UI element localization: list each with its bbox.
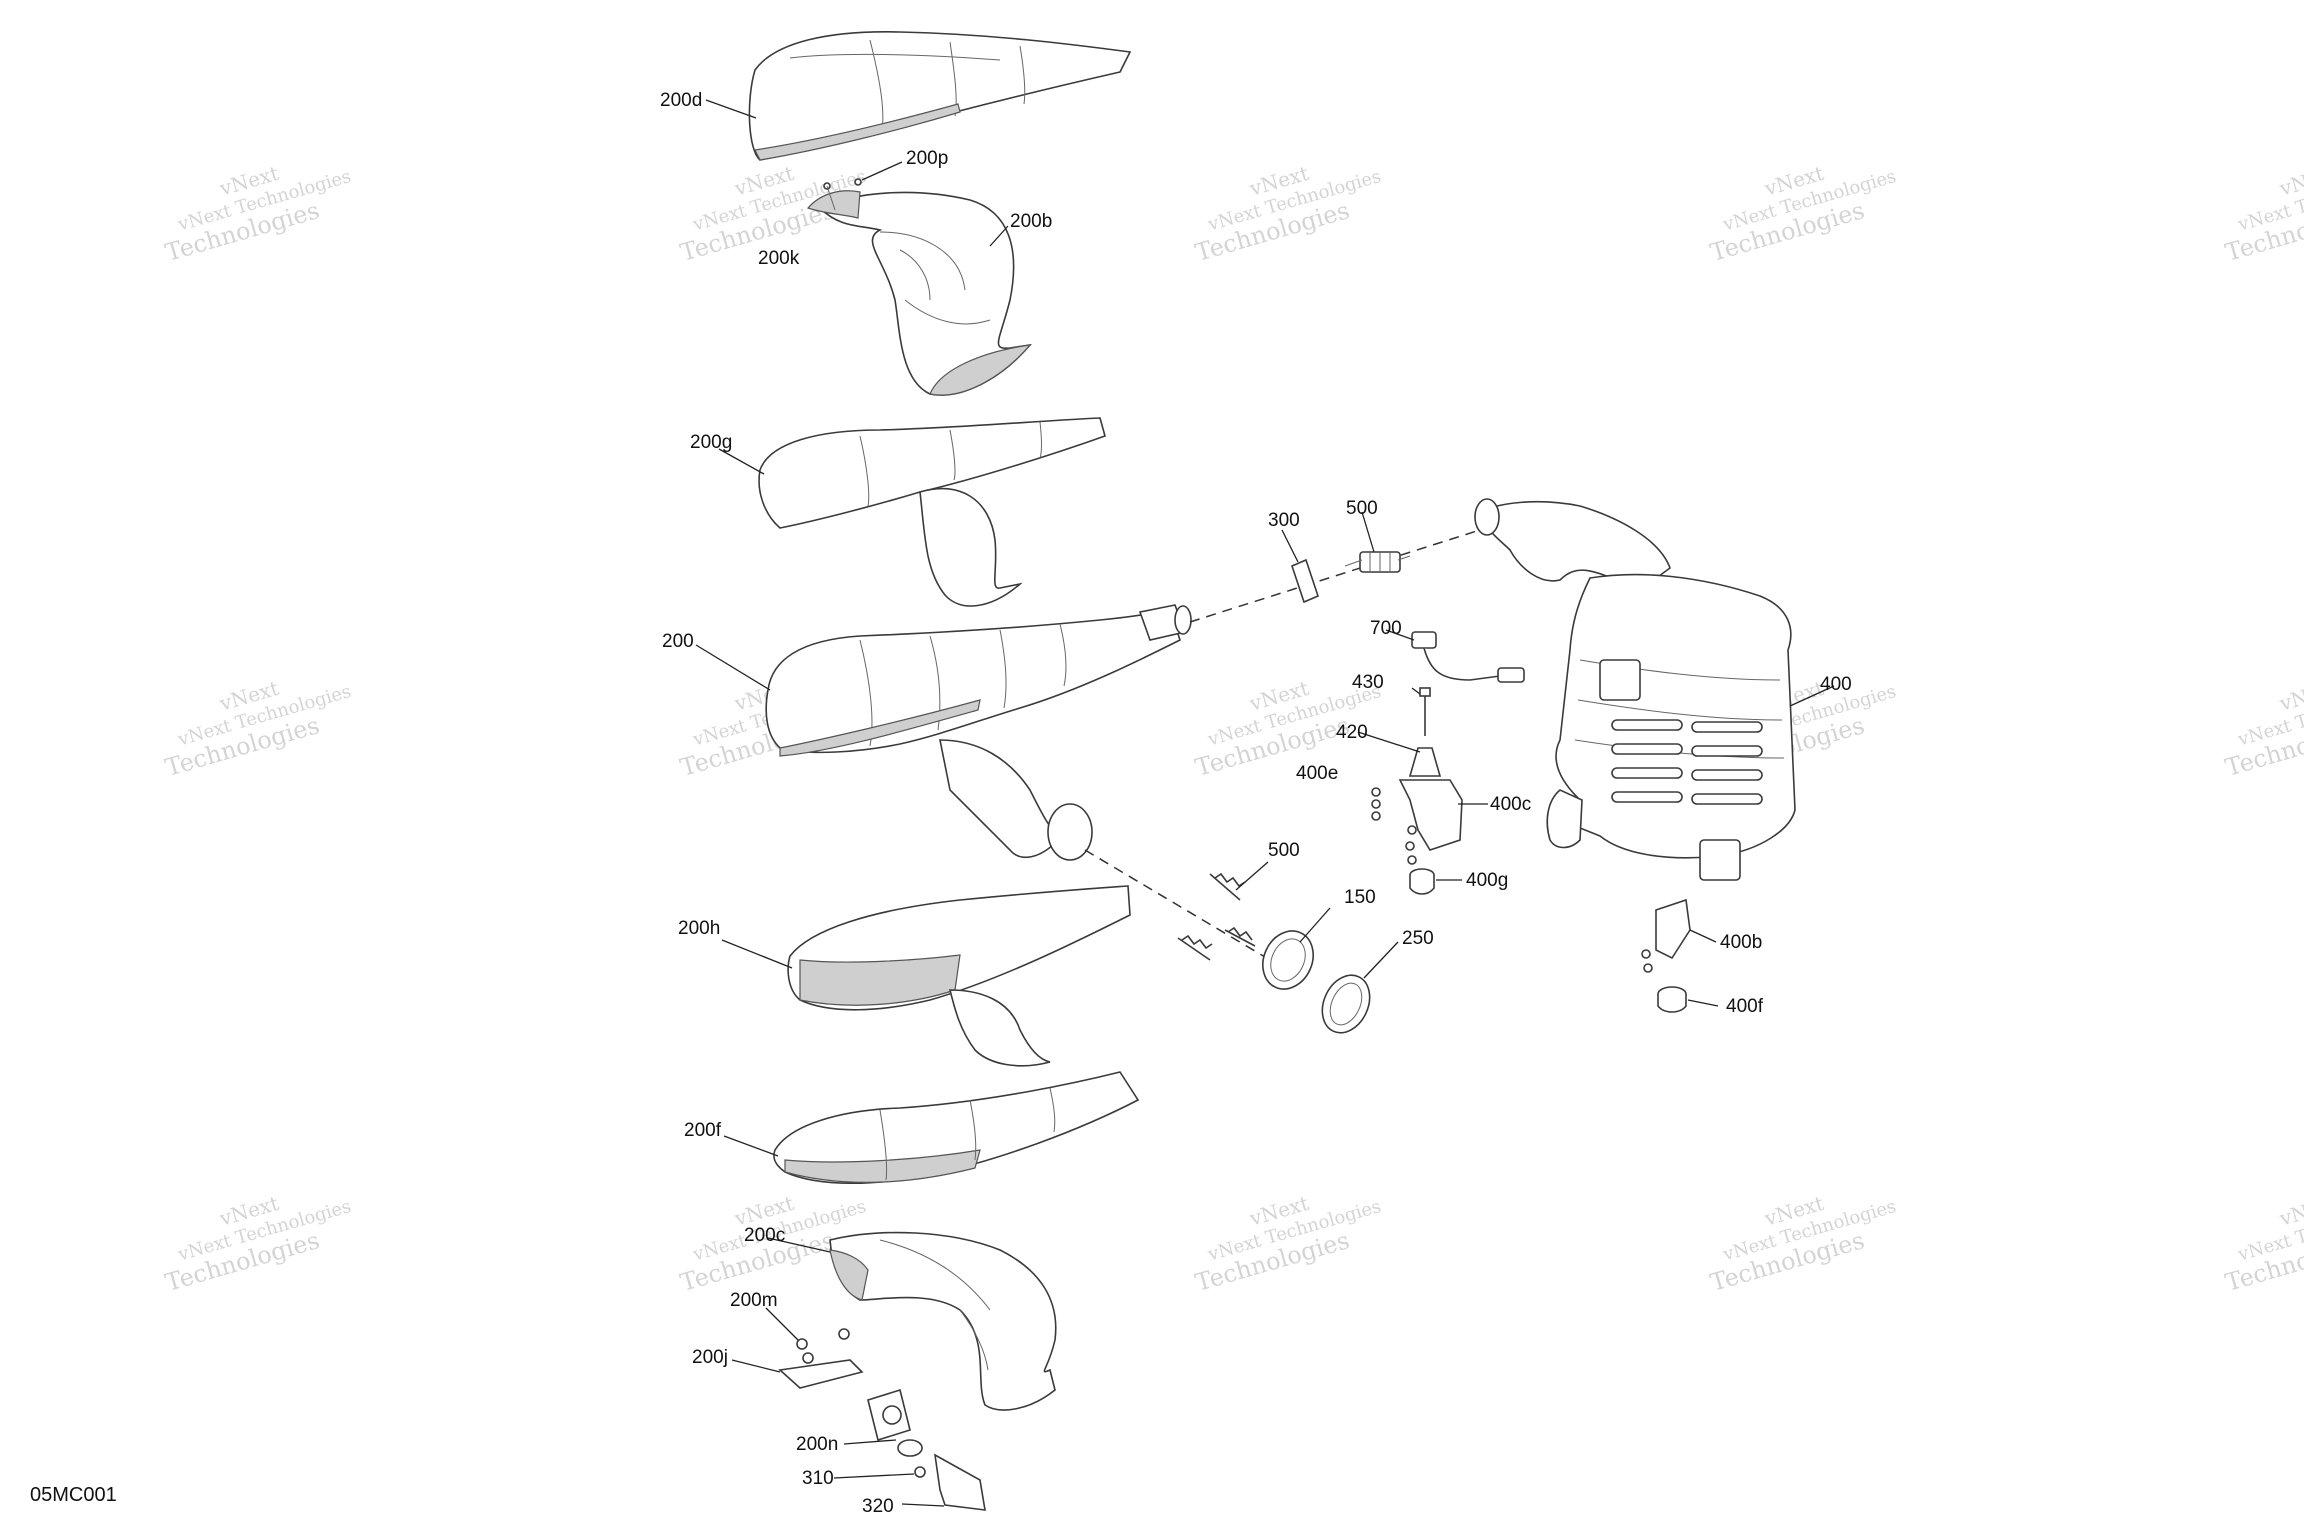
callout-labels: 200d 200p 200b 200k 200g 200 300 500 700… — [660, 90, 1852, 1517]
callout-400: 400 — [1820, 674, 1852, 695]
part-200n-bracket — [867, 1388, 923, 1457]
part-300-gasket — [1291, 558, 1319, 604]
part-150-clamp — [1262, 930, 1314, 990]
callout-400e: 400e — [1296, 763, 1338, 784]
part-200d-cover — [748, 30, 1132, 161]
watermark: vNext vNext Technologies Technologies — [2222, 676, 2304, 782]
callout-400g: 400g — [1466, 870, 1508, 891]
svg-text:vNext: vNext — [2276, 1191, 2304, 1231]
muffler-vent-slots — [1611, 719, 1763, 805]
part-200g-cover — [758, 417, 1106, 607]
callout-200m: 200m — [730, 1290, 778, 1311]
callout-250: 250 — [1402, 928, 1434, 949]
callout-400b: 400b — [1720, 932, 1762, 953]
callout-400c: 400c — [1490, 794, 1531, 815]
callout-400f: 400f — [1726, 996, 1764, 1017]
part-400e-screws — [1371, 787, 1417, 865]
watermark: vNext vNext Technologies Technologies — [1192, 161, 1383, 267]
part-200m-screws — [796, 1328, 850, 1364]
watermark: vNext vNext Technologies Technologies — [162, 1191, 353, 1297]
part-400g-mount — [1409, 868, 1435, 895]
assembly-line-upper — [1189, 529, 1481, 623]
watermark: vNext vNext Technologies Technologies — [1707, 1191, 1898, 1297]
part-200j-bracket — [778, 1359, 864, 1389]
watermark-layer: vNext vNext Technologies Technologies vN… — [162, 161, 2304, 1297]
part-400-muffler — [1474, 498, 1796, 881]
part-200b-elbow — [806, 190, 1033, 396]
part-700-sensor — [1411, 631, 1525, 683]
callout-300: 300 — [1268, 510, 1300, 531]
svg-text:vNext: vNext — [2276, 676, 2304, 716]
callout-200f: 200f — [684, 1120, 722, 1141]
part-430-bolt — [1419, 687, 1431, 736]
part-200-exhaust-pipe — [765, 604, 1192, 861]
callout-200k: 200k — [758, 248, 800, 269]
callout-320: 320 — [862, 1496, 894, 1517]
part-200c-cover — [829, 1231, 1057, 1411]
part-420-damper — [1408, 747, 1442, 777]
callout-500-upper: 500 — [1346, 498, 1378, 519]
callout-200n: 200n — [796, 1434, 838, 1455]
part-400f-mount — [1657, 986, 1687, 1013]
leader-lines — [695, 99, 1835, 1507]
callout-200h: 200h — [678, 918, 720, 939]
watermark: vNext vNext Technologies Technologies — [2222, 1191, 2304, 1297]
callout-200j: 200j — [692, 1347, 728, 1368]
callout-200p: 200p — [906, 148, 948, 169]
part-250-gasket — [1321, 974, 1371, 1034]
part-200h-cover — [787, 885, 1131, 1067]
callout-200: 200 — [662, 631, 694, 652]
watermark: vNext vNext Technologies Technologies — [1192, 1191, 1383, 1297]
svg-text:vNext: vNext — [2276, 161, 2304, 201]
callout-420: 420 — [1336, 722, 1368, 743]
callout-500-lower: 500 — [1268, 840, 1300, 861]
watermark: vNext vNext Technologies Technologies — [162, 161, 353, 267]
part-500-spring-lower — [1177, 872, 1256, 961]
assembly-line-lower — [1084, 849, 1271, 961]
part-320-bracket — [933, 1453, 986, 1511]
callout-200d: 200d — [660, 90, 702, 111]
part-200f-cover — [773, 1071, 1140, 1184]
callout-430: 430 — [1352, 672, 1384, 693]
diagram-code: 05MC001 — [30, 1484, 117, 1506]
watermark: vNext vNext Technologies Technologies — [1707, 161, 1898, 267]
part-500-spring-upper — [1344, 551, 1411, 573]
part-310-bolt — [914, 1466, 926, 1478]
part-200p-screws — [823, 178, 862, 211]
callout-700: 700 — [1370, 618, 1402, 639]
part-400c-bracket — [1398, 779, 1463, 851]
callout-310: 310 — [802, 1468, 834, 1489]
callout-150: 150 — [1344, 887, 1376, 908]
watermark: vNext vNext Technologies Technologies — [162, 676, 353, 782]
part-400b-bracket — [1641, 898, 1691, 973]
watermark: vNext vNext Technologies Technologies — [2222, 161, 2304, 267]
callout-200c: 200c — [744, 1225, 785, 1246]
callout-200b: 200b — [1010, 211, 1052, 232]
callout-200g: 200g — [690, 432, 732, 453]
